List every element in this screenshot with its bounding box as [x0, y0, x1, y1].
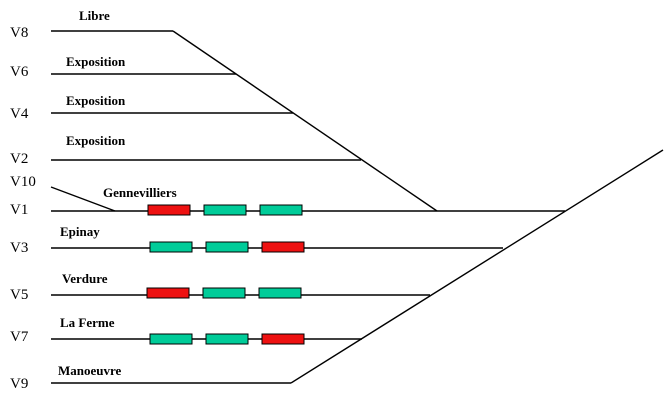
track-v3-id: V3: [10, 240, 28, 256]
wagon-green: [259, 204, 303, 216]
track-v5-wagons: [146, 287, 302, 299]
track-v2-id: V2: [10, 151, 28, 167]
track-v3-label: Epinay: [60, 224, 100, 239]
track-v5: V5 Verdure: [10, 271, 430, 303]
track-v6-id: V6: [10, 64, 29, 80]
track-v1: V1 Gennevilliers: [10, 185, 565, 218]
track-v8: V8 Libre: [10, 8, 173, 41]
wagon-green: [205, 241, 249, 253]
wagon-green: [258, 287, 302, 299]
track-v4-label: Exposition: [66, 93, 126, 108]
wagon-red: [261, 241, 305, 253]
track-v7-wagons: [149, 333, 305, 345]
track-v2-label: Exposition: [66, 133, 126, 148]
track-v10-line: [50, 186, 116, 212]
track-v6-label: Exposition: [66, 54, 126, 69]
track-v4-id: V4: [10, 106, 29, 122]
track-v9-id: V9: [10, 376, 28, 392]
wagon-green: [203, 204, 247, 216]
wagon-green: [149, 333, 193, 345]
track-v1-id: V1: [10, 202, 28, 218]
track-v9-label: Manoeuvre: [58, 363, 122, 378]
track-v5-label: Verdure: [62, 271, 108, 286]
track-v3-wagons: [149, 241, 305, 253]
track-v8-id: V8: [10, 25, 28, 41]
lower-diagonal-junction: [290, 149, 664, 384]
track-v3: V3 Epinay: [10, 224, 503, 256]
wagon-green: [205, 333, 249, 345]
wagon-green: [202, 287, 246, 299]
track-v2: V2 Exposition: [10, 133, 361, 167]
track-v5-id: V5: [10, 287, 28, 303]
track-v9: V9 Manoeuvre: [10, 363, 291, 392]
track-v7-label: La Ferme: [60, 315, 115, 330]
wagon-green: [149, 241, 193, 253]
track-v1-label: Gennevilliers: [103, 185, 177, 200]
track-v8-label: Libre: [79, 8, 110, 23]
wagon-red: [261, 333, 305, 345]
track-v1-wagons: [147, 204, 303, 216]
track-v10-id: V10: [10, 174, 36, 190]
track-v6: V6 Exposition: [10, 54, 236, 80]
wagon-red: [147, 204, 191, 216]
wagon-red: [146, 287, 190, 299]
track-v7: V7 La Ferme: [10, 315, 362, 345]
upper-diagonal-junction: [172, 30, 438, 212]
track-v7-id: V7: [10, 329, 29, 345]
track-v4: V4 Exposition: [10, 93, 293, 122]
track-v10: V10: [10, 174, 116, 212]
